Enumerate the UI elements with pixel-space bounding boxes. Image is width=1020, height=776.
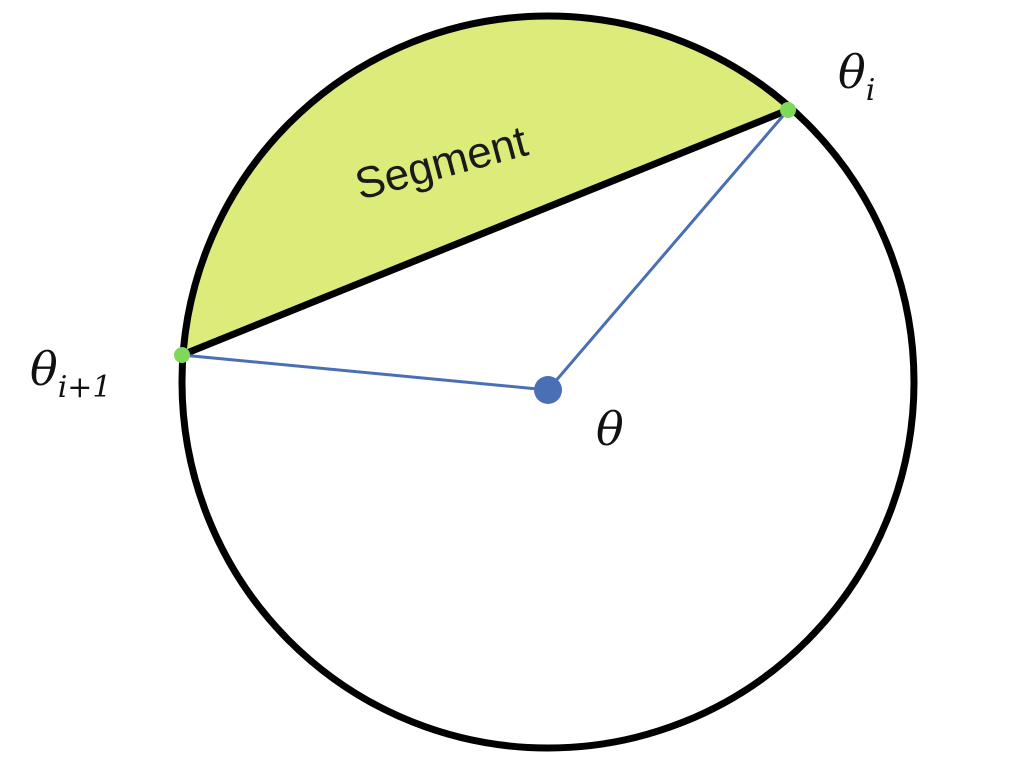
theta-i-plus-1-label: θi+1 [30,342,112,405]
chord-line [178,106,792,359]
center-point [534,376,562,404]
radius-to-theta-i [546,109,790,391]
endpoint-theta-i [780,102,796,118]
segment-region [182,19,788,356]
endpoint-theta-i-plus-1 [174,347,190,363]
theta-center-label: θ [596,402,624,456]
radius-to-theta-i-plus-1 [181,353,549,392]
circle-outline [178,12,918,752]
theta-i-label: θi [838,45,875,108]
theta-i-base: θ [838,45,866,99]
theta-i-plus-1-subscript: i+1 [58,370,112,405]
theta-i-plus-1-base: θ [30,342,58,396]
theta-i-subscript: i [866,73,876,108]
